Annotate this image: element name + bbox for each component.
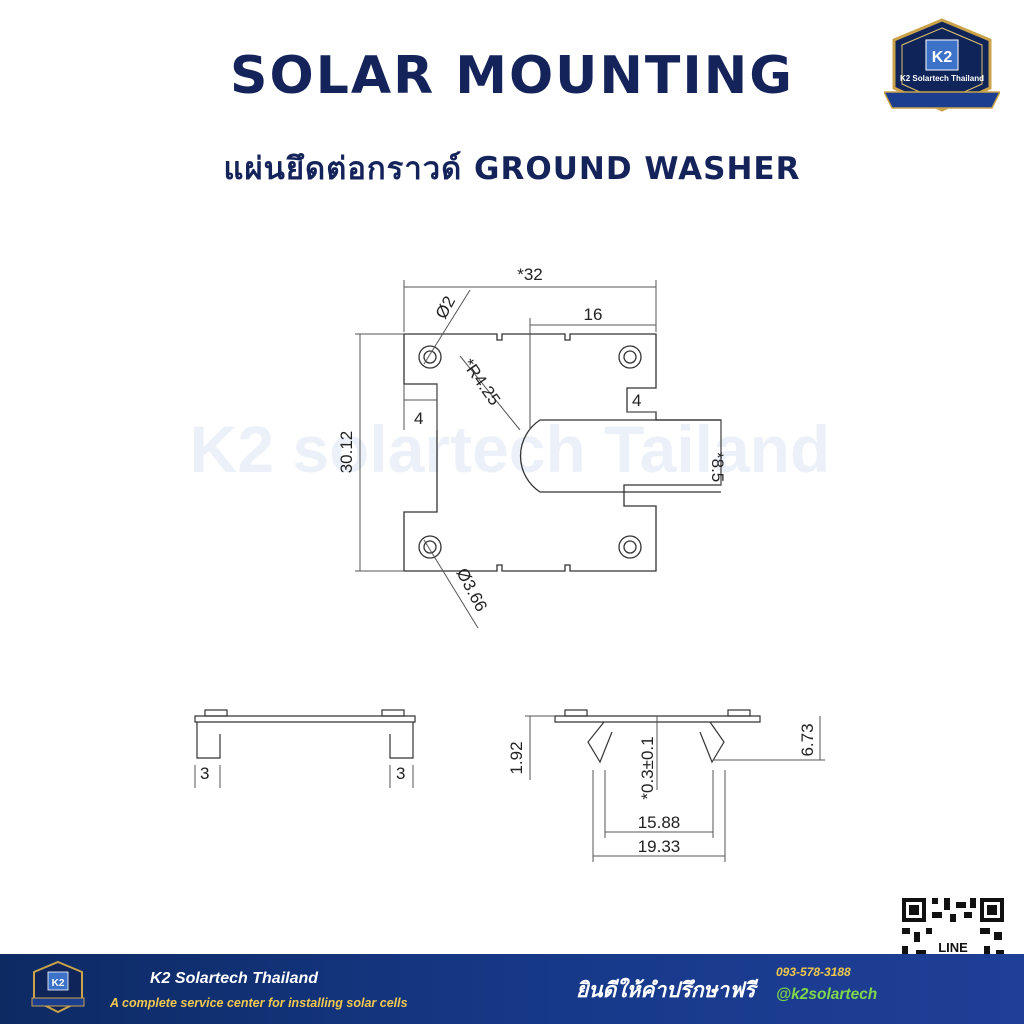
dim-hole-large: Ø3.66	[452, 565, 491, 615]
company-tagline: A complete service center for installing…	[110, 996, 408, 1010]
footer-bar: K2 K2 Solartech Thailand A complete serv…	[0, 954, 1024, 1024]
dim-slot-offset: 16	[584, 305, 603, 324]
front-view	[554, 709, 761, 764]
company-name: K2 Solartech Thailand	[150, 970, 319, 987]
slot-outline	[519, 419, 721, 493]
plate-outline	[403, 333, 722, 572]
dim-front-thickness: *0.3±0.1	[638, 736, 657, 799]
dim-front-outer-width: 19.33	[638, 837, 681, 856]
watermark: K2 solartech Tailand	[190, 412, 831, 486]
phone-number[interactable]: 093-578-3188	[776, 965, 851, 979]
brand-badge-logo: K2 K2 Solartech Thailand	[884, 18, 1000, 112]
footer-logo: K2	[31, 960, 85, 1014]
top-view	[403, 333, 722, 572]
dim-slot-radius: *R4.25	[459, 355, 504, 408]
dim-overall-width: *32	[517, 265, 543, 284]
dim-slot-height: *8.5	[708, 452, 727, 482]
dimension-lines	[355, 280, 722, 629]
dim-right-tab: 4	[632, 391, 641, 410]
page-subtitle: แผ่นยึดต่อกราวด์ GROUND WASHER	[223, 151, 801, 187]
line-id[interactable]: @k2solartech	[776, 986, 878, 1003]
dim-left-tab: 4	[414, 409, 423, 428]
dim-front-height-right: 6.73	[798, 723, 817, 756]
svg-text:K2: K2	[932, 49, 953, 66]
dim-side-left-leg: 3	[200, 764, 209, 783]
svg-text:K2: K2	[52, 978, 65, 989]
badge-brand-text: K2 Solartech Thailand	[900, 74, 984, 83]
side-view	[194, 709, 416, 788]
dim-front-height-left: 1.92	[507, 741, 526, 774]
dim-overall-height: 30.12	[337, 431, 356, 474]
dim-side-right-leg: 3	[396, 764, 405, 783]
dim-hole-small: Ø2	[432, 293, 459, 322]
page-title: SOLAR MOUNTING	[230, 46, 794, 106]
dim-front-inner-width: 15.88	[638, 813, 681, 832]
free-consult-text: ยินดีให้คำปรึกษาฟรี	[576, 978, 756, 1002]
